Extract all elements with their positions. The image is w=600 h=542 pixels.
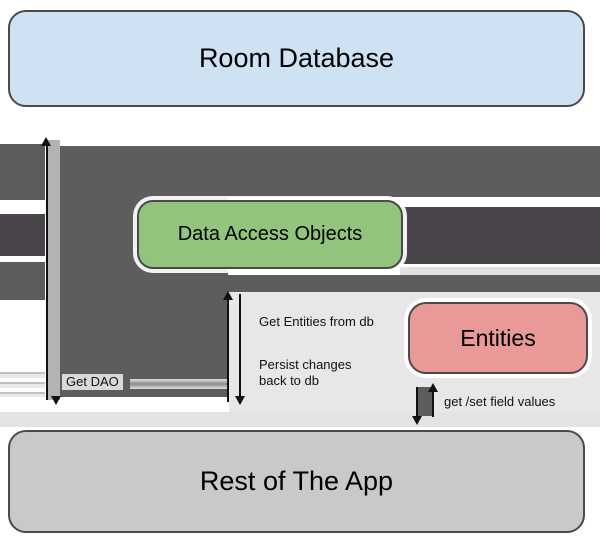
bottom-light-strip <box>0 412 600 427</box>
get-set-field-values-label: get /set field values <box>444 394 556 409</box>
get-entities-arrow-line <box>227 298 229 402</box>
dao-box: Data Access Objects <box>137 200 403 269</box>
room-database-label: Room Database <box>198 43 395 73</box>
get-entities-arrowhead-up-icon <box>223 291 233 300</box>
rest-of-app-label: Rest of The App <box>199 466 394 496</box>
persist-changes-arrow-line <box>239 294 241 397</box>
rest-of-app-box: Rest of The App <box>8 430 585 533</box>
persist-changes-line2: back to db <box>259 373 319 388</box>
arrow-slab-lower-band <box>228 275 600 292</box>
persist-changes-label: Persist changes back to db <box>259 357 369 389</box>
entities-box: Entities <box>408 302 588 374</box>
get-dao-stretch-stripe <box>130 379 228 389</box>
get-entities-label: Get Entities from db <box>259 314 374 329</box>
get-dao-label: Get DAO <box>62 374 123 390</box>
arrow-slab-main-block <box>58 146 228 397</box>
arrow-slab-right-middle <box>400 207 600 264</box>
get-dao-arrowhead-down-icon <box>51 396 61 405</box>
persist-changes-arrowhead-down-icon <box>235 396 245 405</box>
arrow-slab-left-bottom <box>0 262 45 300</box>
arrow-slab-left-top <box>0 144 45 200</box>
get-dao-arrowhead-up-icon <box>41 137 51 146</box>
get-dao-arrow-bar <box>46 140 60 400</box>
room-database-box: Room Database <box>8 10 585 107</box>
persist-changes-line1: Persist changes <box>259 357 352 372</box>
dao-label: Data Access Objects <box>177 223 363 245</box>
get-set-arrow-line <box>432 390 434 417</box>
get-set-arrow-bar <box>416 387 432 416</box>
arrow-slab-left-stripes <box>0 368 45 397</box>
get-set-arrowhead-down-icon <box>412 416 422 425</box>
arrow-slab-left-middle <box>0 214 45 256</box>
get-set-arrowhead-up-icon <box>428 383 438 392</box>
arrow-slab-right-lightstrip <box>400 267 600 275</box>
entities-label: Entities <box>460 324 536 351</box>
